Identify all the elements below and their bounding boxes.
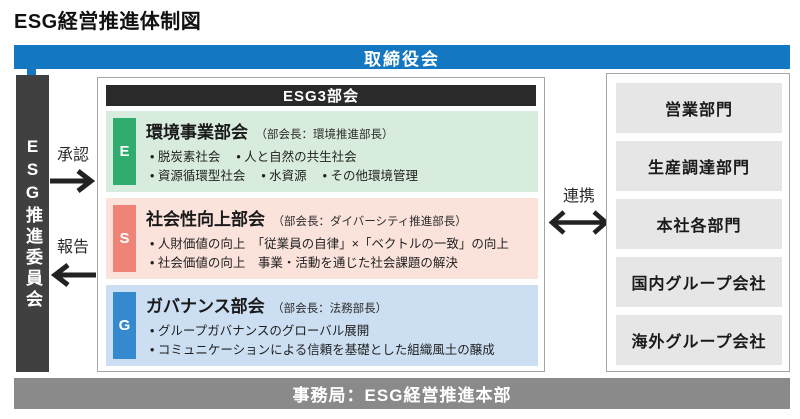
department-head-office: 本社各部門 [616,199,782,249]
department-production-procurement: 生産調達部門 [616,141,782,191]
environment-chair: （部会長：環境推進部長） [255,129,394,141]
social-bullet-line: • 人財価値の向上 「従業員の自律」×「ベクトルの一致」の向上 [150,237,509,251]
environment-subcommittee-section: E 環境事業部会 （部会長：環境推進部長） • 脱炭素社会 • 人と自然の共生社… [106,111,538,192]
environment-content: 環境事業部会 （部会長：環境推進部長） • 脱炭素社会 • 人と自然の共生社会 … [146,118,532,187]
board-label: 取締役会 [364,49,440,69]
social-bullet-line: • 社会価値の向上 事業・活動を通じた社会課題の解決 [150,256,458,271]
esg-committee-bar: ESG推進委員会 [16,75,49,372]
governance-bullet-line: • コミュニケーションによる信頼を基礎とした組織風土の醸成 [150,343,495,358]
secretariat-label: 事務局：ESG経営推進本部 [292,386,512,405]
report-left-arrow-icon [49,262,97,293]
governance-content: ガバナンス部会 （部会長：法務部長） • グループガバナンスのグローバル展開 •… [146,292,532,361]
environment-bullet-line: • 資源循環型社会 • 水資源 • その他環境管理 [150,169,418,184]
governance-subcommittee-section: G ガバナンス部会 （部会長：法務部長） • グループガバナンスのグローバル展開… [106,285,538,366]
esg3-header: ESG3部会 [106,85,536,106]
departments-panel: 営業部門 生産調達部門 本社各部門 国内グループ会社 海外グループ会社 [606,73,790,372]
governance-bullet-line: • グループガバナンスのグローバル展開 [150,324,370,338]
environment-badge: E [113,118,136,185]
esg3-subcommittees-panel: ESG3部会 E 環境事業部会 （部会長：環境推進部長） • 脱炭素社会 • 人… [97,77,545,372]
social-badge: S [113,205,136,272]
social-title: 社会性向上部会 [146,210,265,229]
governance-badge: G [113,292,136,359]
report-label: 報告 [56,239,89,256]
environment-bullet-line: • 脱炭素社会 • 人と自然の共生社会 [150,150,357,164]
page-title: ESG経営推進体制図 [14,11,202,33]
department-sales: 営業部門 [616,83,782,133]
department-overseas-group: 海外グループ会社 [616,315,782,365]
environment-title: 環境事業部会 [146,123,248,142]
collaboration-label: 連携 [562,188,595,205]
social-subcommittee-section: S 社会性向上部会 （部会長：ダイバーシティ推進部長） • 人財価値の向上 「従… [106,198,538,279]
department-domestic-group: 国内グループ会社 [616,257,782,307]
committee-label: ESG推進委員会 [23,136,42,311]
board-committee-connector [27,68,36,76]
esg3-header-label: ESG3部会 [282,88,360,105]
secretariat-bar: 事務局：ESG経営推進本部 [14,378,790,409]
social-content: 社会性向上部会 （部会長：ダイバーシティ推進部長） • 人財価値の向上 「従業員… [146,205,532,274]
social-chair: （部会長：ダイバーシティ推進部長） [272,216,467,228]
governance-title: ガバナンス部会 [146,297,265,316]
board-of-directors-bar: 取締役会 [14,45,790,69]
approval-label: 承認 [56,147,89,164]
collaboration-double-arrow-icon [548,208,610,242]
governance-chair: （部会長：法務部長） [272,303,388,315]
approval-right-arrow-icon [49,168,97,199]
